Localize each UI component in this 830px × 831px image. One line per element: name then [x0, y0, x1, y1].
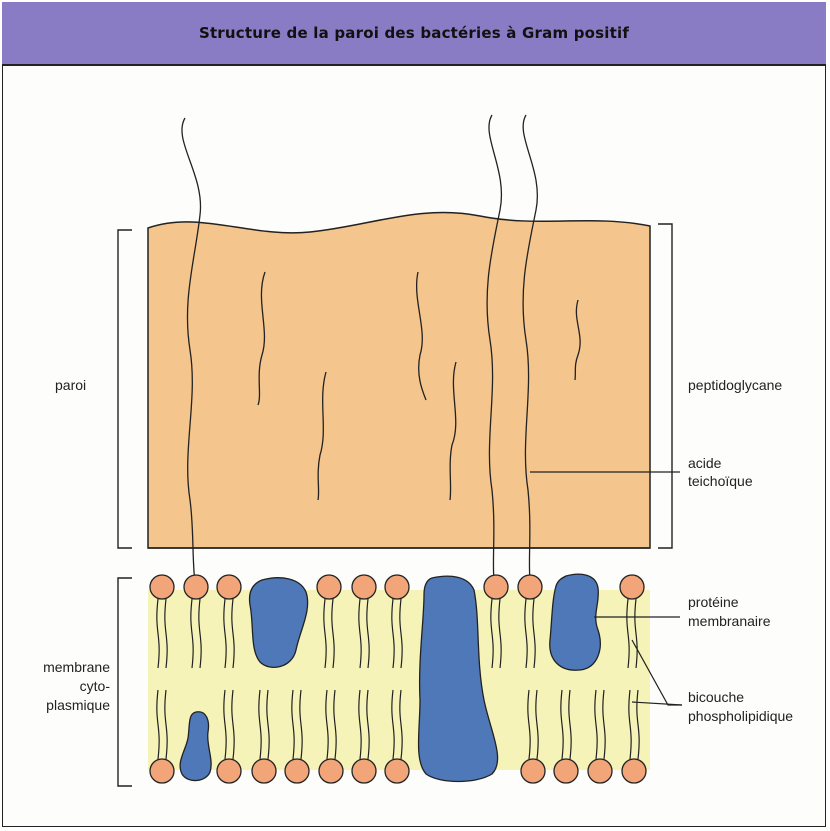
phospholipid-head — [352, 575, 376, 599]
peptidoglycan-layer — [148, 212, 650, 548]
label-membrane-3: plasmique — [46, 697, 110, 713]
phospholipid-head — [352, 759, 376, 783]
phospholipid-head — [554, 759, 578, 783]
phospholipid-head — [217, 759, 241, 783]
phospholipid-head — [385, 575, 409, 599]
phospholipid-head — [252, 759, 276, 783]
phospholipid-head — [217, 575, 241, 599]
phospholipid-head — [184, 575, 208, 599]
label-bicouche-2: phospholipidique — [688, 708, 793, 724]
phospholipid-head — [385, 759, 409, 783]
phospholipid-head — [285, 759, 309, 783]
phospholipid-head — [317, 575, 341, 599]
phospholipid-head — [622, 759, 646, 783]
phospholipid-head — [484, 575, 508, 599]
label-membrane-1: membrane — [43, 659, 110, 675]
label-peptidoglycane: peptidoglycane — [688, 377, 782, 393]
phospholipid-head — [319, 759, 343, 783]
phospholipid-head — [150, 759, 174, 783]
label-paroi: paroi — [55, 377, 86, 393]
label-membrane-2: cyto- — [80, 678, 111, 694]
protein-top-right — [550, 574, 600, 670]
phospholipid-head — [588, 759, 612, 783]
phospholipid-head — [150, 575, 174, 599]
left-brackets — [118, 230, 132, 786]
phospholipid-head — [518, 575, 542, 599]
paroi-bracket — [118, 230, 132, 548]
phospholipid-head — [521, 759, 545, 783]
membrane-bracket — [118, 578, 132, 786]
phospholipid-head — [620, 575, 644, 599]
label-acide-2: teichoïque — [688, 473, 753, 489]
label-acide-1: acide — [688, 455, 722, 471]
label-proteine-1: protéine — [688, 594, 739, 610]
label-bicouche-1: bicouche — [688, 689, 744, 705]
label-proteine-2: membranaire — [688, 613, 771, 629]
peptidoglycane-bracket — [658, 224, 672, 548]
